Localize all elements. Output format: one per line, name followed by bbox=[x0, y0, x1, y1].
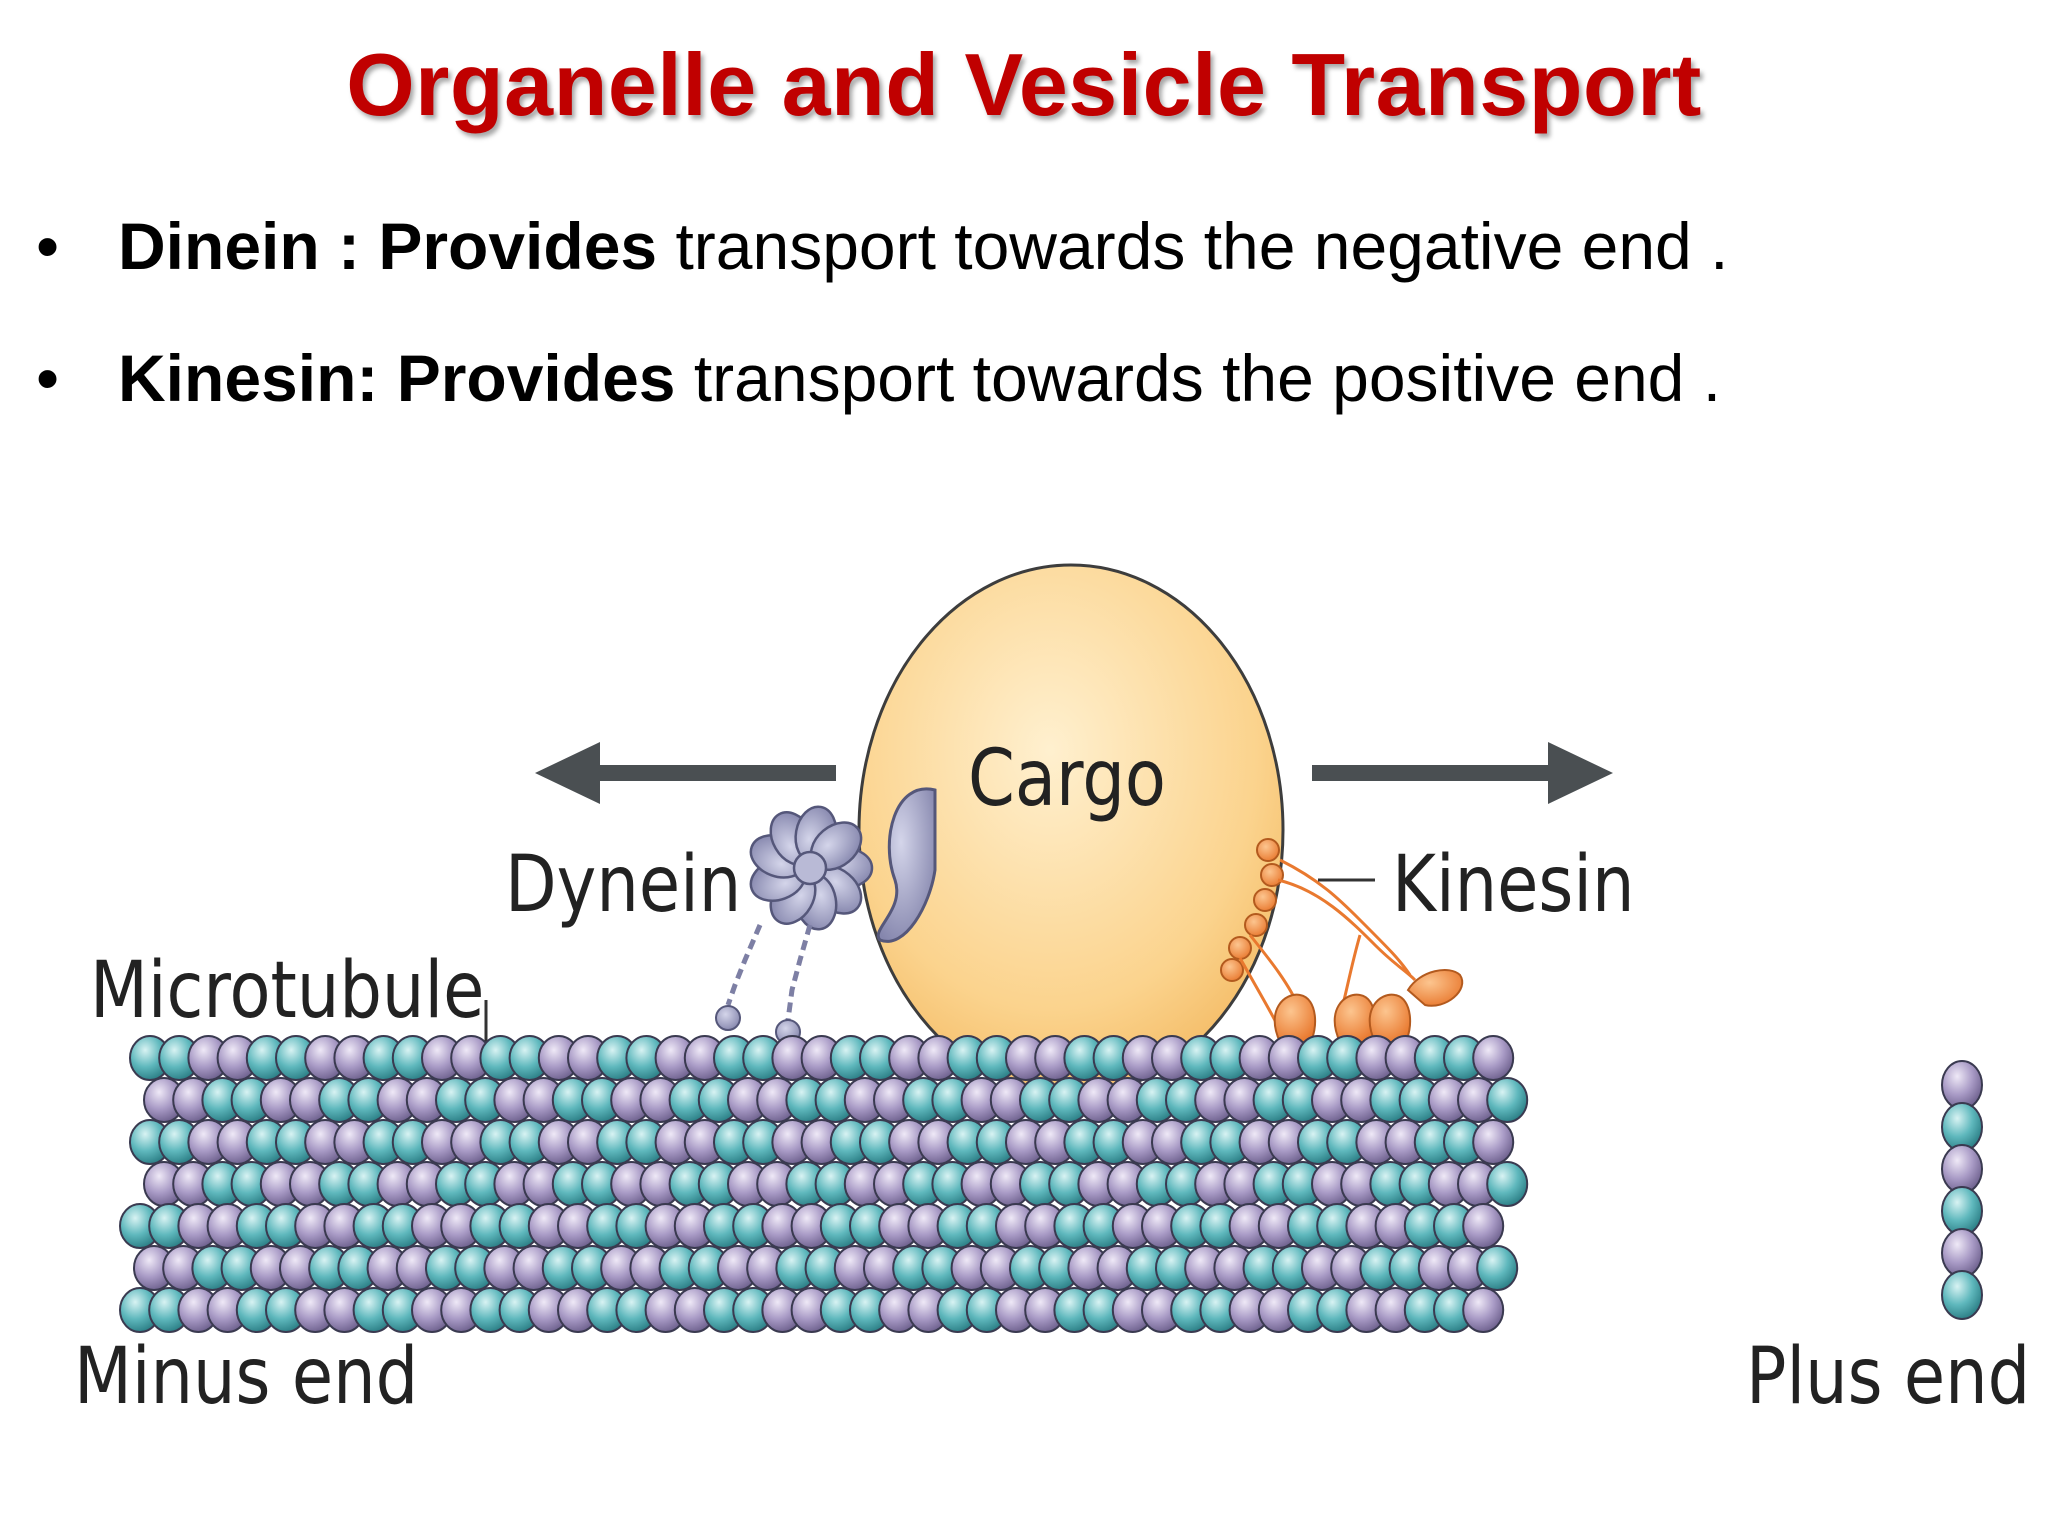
bullet-kinesin-bold: Kinesin: Provides bbox=[118, 341, 676, 415]
tubulin-bead bbox=[1941, 1186, 1983, 1236]
arrow-right-icon bbox=[1312, 742, 1613, 804]
bullet-dynein: • Dinein : Provides transport towards the… bbox=[36, 208, 2016, 284]
tubulin-bead bbox=[1941, 1270, 1983, 1320]
bullet-dynein-text: transport towards the negative end . bbox=[657, 209, 1729, 283]
dynein-motor bbox=[715, 787, 937, 1045]
cargo-label: Cargo bbox=[968, 734, 1166, 824]
slide-title: Organelle and Vesicle Transport bbox=[346, 35, 1702, 134]
dynein-label: Dynein bbox=[505, 840, 742, 930]
kinesin-motor bbox=[1220, 838, 1464, 1043]
tubulin-bead bbox=[1462, 1287, 1505, 1333]
microtubule-lattice bbox=[119, 1035, 1983, 1333]
tubulin-bead bbox=[1941, 1144, 1983, 1194]
plus-end-label: Plus end bbox=[1746, 1332, 2031, 1422]
bullet-marker: • bbox=[36, 209, 60, 283]
microtubule-label: Microtubule bbox=[90, 946, 485, 1036]
tubulin-bead bbox=[1472, 1119, 1515, 1165]
tubulin-bead bbox=[1476, 1245, 1519, 1291]
transport-diagram bbox=[119, 563, 1983, 1333]
tubulin-bead bbox=[1941, 1102, 1983, 1152]
minus-end-label: Minus end bbox=[74, 1332, 419, 1422]
dynein-ring-hub bbox=[792, 850, 828, 886]
tubulin-bead bbox=[1462, 1203, 1505, 1249]
bullet-kinesin: • Kinesin: Provides transport towards the… bbox=[36, 340, 2016, 416]
tubulin-bead bbox=[1486, 1077, 1529, 1123]
tubulin-bead bbox=[1472, 1035, 1515, 1081]
tubulin-bead bbox=[1941, 1060, 1983, 1110]
tubulin-bead bbox=[1486, 1161, 1529, 1207]
arrow-left-icon bbox=[535, 742, 836, 804]
bullet-kinesin-text: transport towards the positive end . bbox=[675, 341, 1722, 415]
kinesin-label: Kinesin bbox=[1392, 840, 1635, 930]
bullet-dynein-bold: Dinein : Provides bbox=[118, 209, 658, 283]
bullet-marker: • bbox=[36, 341, 60, 415]
tubulin-bead bbox=[1941, 1228, 1983, 1278]
